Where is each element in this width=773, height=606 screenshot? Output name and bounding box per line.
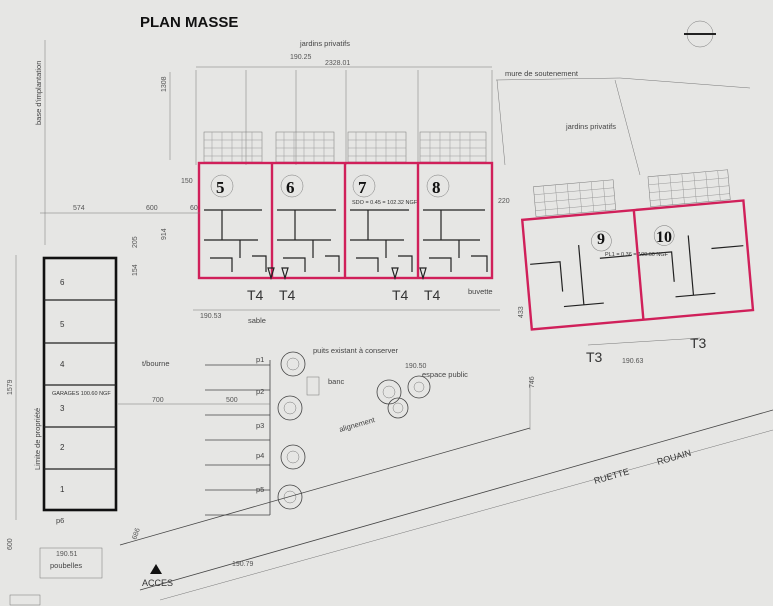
street-name-rouain: ROUAIN [656,448,692,467]
dim-700: 700 [152,397,164,404]
dim-433: 433 [518,306,525,318]
base-implantation-label: base d'implantation [34,61,43,125]
puits-label: puits existant à conserver [313,346,399,355]
unit-type-5: T4 [247,287,264,303]
building-right [520,169,755,331]
dim-205: 205 [132,236,139,248]
dim-600: 600 [146,205,158,212]
garage-number-2: 2 [60,443,65,452]
parking-p6-left: p6 [56,516,64,525]
dim-150: 150 [181,178,193,185]
dim-190-53: 190.53 [200,313,222,320]
unit-type-6: T4 [279,287,296,303]
unit-type-7: T4 [392,287,409,303]
dim-190-25: 190.25 [290,54,312,61]
garages-block [42,256,118,512]
tbourne-label: t/bourne [142,359,170,368]
limite-propriete-label: Limite de propriété [33,408,42,470]
dim-154: 154 [132,264,139,276]
garage-number-6: 6 [60,278,65,287]
dim-500: 500 [226,397,238,404]
parking-p2: p2 [256,387,264,396]
unit-type-8: T4 [424,287,441,303]
unit-number-7: 7 [358,178,367,197]
jardins-right-label: jardins privatifs [565,122,616,131]
poubelles-label: poubelles [50,561,82,570]
dim-190-51: 190.51 [56,551,78,558]
unit-type-9: T3 [586,349,603,365]
dim-190-63: 190.63 [622,358,644,365]
access-arrow-icon [150,564,162,574]
garage-number-4: 4 [60,360,65,369]
garage-number-3: 3 [60,404,65,413]
banc-label: banc [328,377,345,386]
dim-190-79: 190.79 [232,561,254,568]
mure-label: mure de soutenement [505,69,579,78]
dim-600-lower: 600 [7,538,14,550]
terraces-top [203,131,487,163]
building-top-outline [197,161,494,280]
jardins-top-label: jardins privatifs [299,39,350,48]
parking-bays [205,360,271,516]
dim-1579: 1579 [7,379,14,395]
unit-number-8: 8 [432,178,441,197]
unit-number-9: 9 [597,231,605,248]
unit-7: 7 [352,174,376,198]
unit-type-10: T3 [690,335,707,351]
unit-5: 5 [210,174,234,198]
tree-icons [277,351,431,510]
dim-220: 220 [498,198,510,205]
north-arrow-icon [684,20,716,48]
parking-p5: p5 [256,485,264,494]
dim-60: 60 [190,205,198,212]
alignement-label: alignement [338,415,377,434]
terraces-right [533,169,731,217]
interior-walls-top [204,209,488,272]
parking-p4: p4 [256,451,264,460]
garage-number-1: 1 [60,485,65,494]
dim-746: 746 [529,376,536,388]
street [119,380,773,601]
dim-574: 574 [73,205,85,212]
dim-2328: 2328.01 [325,60,350,67]
dim-190-50: 190.50 [405,363,427,370]
unit-number-10: 10 [656,229,672,246]
sdo-note-right: PL1 = 0.36 = 100.60 NGF [605,252,669,258]
unit-8: 8 [426,174,450,198]
dim-1308: 1308 [161,76,168,92]
poubelles-area: poubelles 190.51 [39,547,103,579]
page-title: PLAN MASSE [140,14,238,31]
unit-6: 6 [280,174,304,198]
acces-label: ACCES [142,578,173,588]
buvette-label: buvette [468,287,493,296]
dim-914: 914 [161,228,168,240]
parking-p3: p3 [256,421,264,430]
sdo-note-left: SDO = 0.45 = 102.32 NGF [352,200,418,206]
garages-label: GARAGES 100.60 NGF [52,391,111,397]
parking-p1: p1 [256,355,264,364]
espace-public-label: espace public [422,370,468,379]
unit-number-6: 6 [286,178,295,197]
street-name-ruette: RUETTE [593,466,630,486]
unit-number-5: 5 [216,178,225,197]
dim-686: 686 [131,527,142,540]
sable-label: sable [248,316,266,325]
garage-number-5: 5 [60,320,65,329]
